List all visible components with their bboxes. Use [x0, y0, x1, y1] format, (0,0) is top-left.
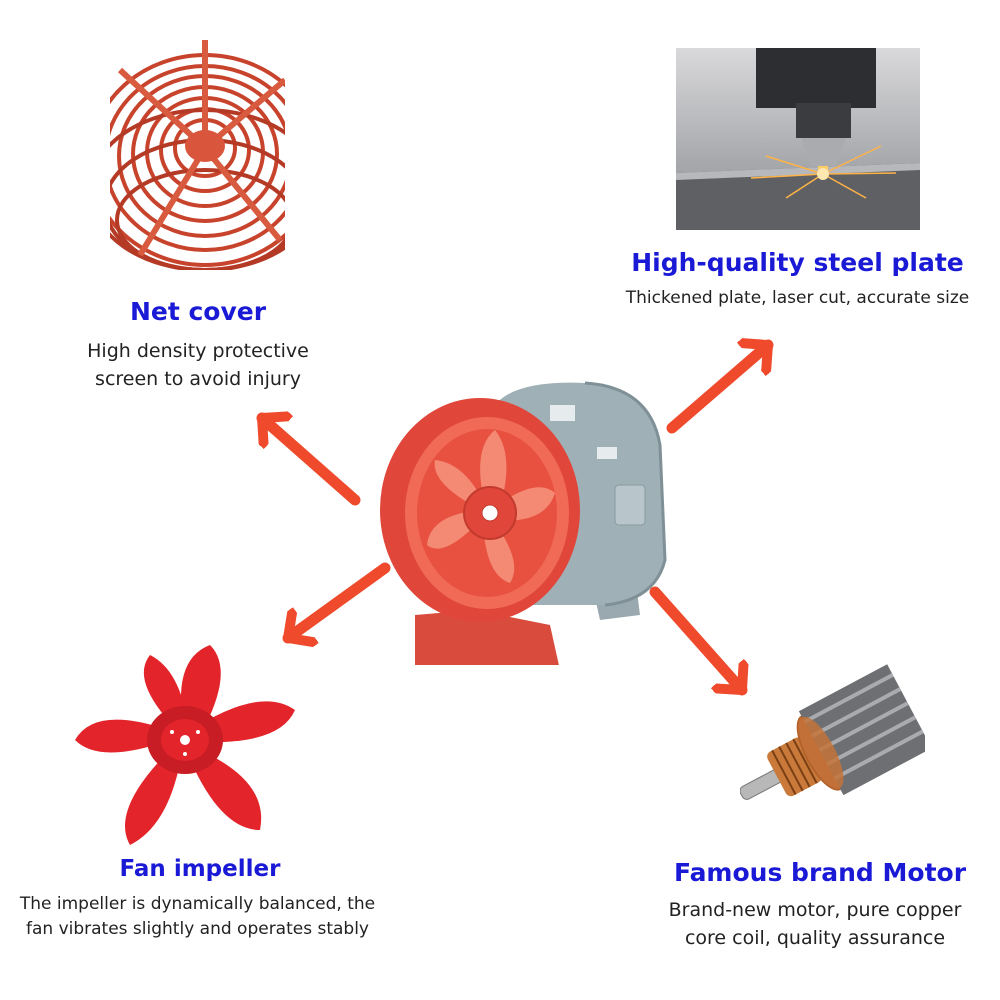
motor-description: Brand-new motor, pure copper core coil, … [630, 897, 1000, 952]
impeller-icon [75, 645, 295, 845]
impeller-desc-line-1: The impeller is dynamically balanced, th… [19, 894, 376, 914]
net-cover-title: Net cover [129, 297, 267, 326]
wire-guard-icon [110, 40, 285, 270]
impeller-image [70, 640, 300, 850]
steel-plate-description: Thickened plate, laser cut, accurate siz… [600, 286, 995, 311]
net-cover-desc-line-2: screen to avoid injury [95, 367, 301, 390]
steel-plate-desc-line-1: Thickened plate, laser cut, accurate siz… [625, 288, 970, 308]
impeller-title: Fan impeller [119, 856, 281, 882]
arrow-to-motor [649, 586, 742, 696]
arrow-to-impeller [282, 562, 391, 638]
axial-fan-image [375, 375, 670, 665]
axial-fan-icon [380, 381, 667, 665]
impeller-description: The impeller is dynamically balanced, th… [0, 892, 395, 941]
steel-plate-title: High-quality steel plate [631, 248, 964, 277]
arrow-to-net-cover [256, 418, 361, 506]
motor-title: Famous brand Motor [673, 858, 967, 887]
steel-plate-image [676, 48, 920, 230]
motor-desc-line-1: Brand-new motor, pure copper [668, 899, 962, 921]
laser-cutter-icon [676, 48, 920, 230]
arrow-to-steel-plate [666, 345, 774, 434]
net-cover-desc-line-1: High density protective [87, 340, 309, 362]
motor-image [740, 660, 925, 835]
motor-desc-line-2: core coil, quality assurance [684, 926, 946, 949]
motor-rotor-icon [740, 664, 925, 800]
impeller-desc-line-2: fan vibrates slightly and operates stabl… [25, 918, 369, 939]
net-cover-image [110, 40, 285, 270]
net-cover-description: High density protective screen to avoid … [48, 338, 348, 393]
